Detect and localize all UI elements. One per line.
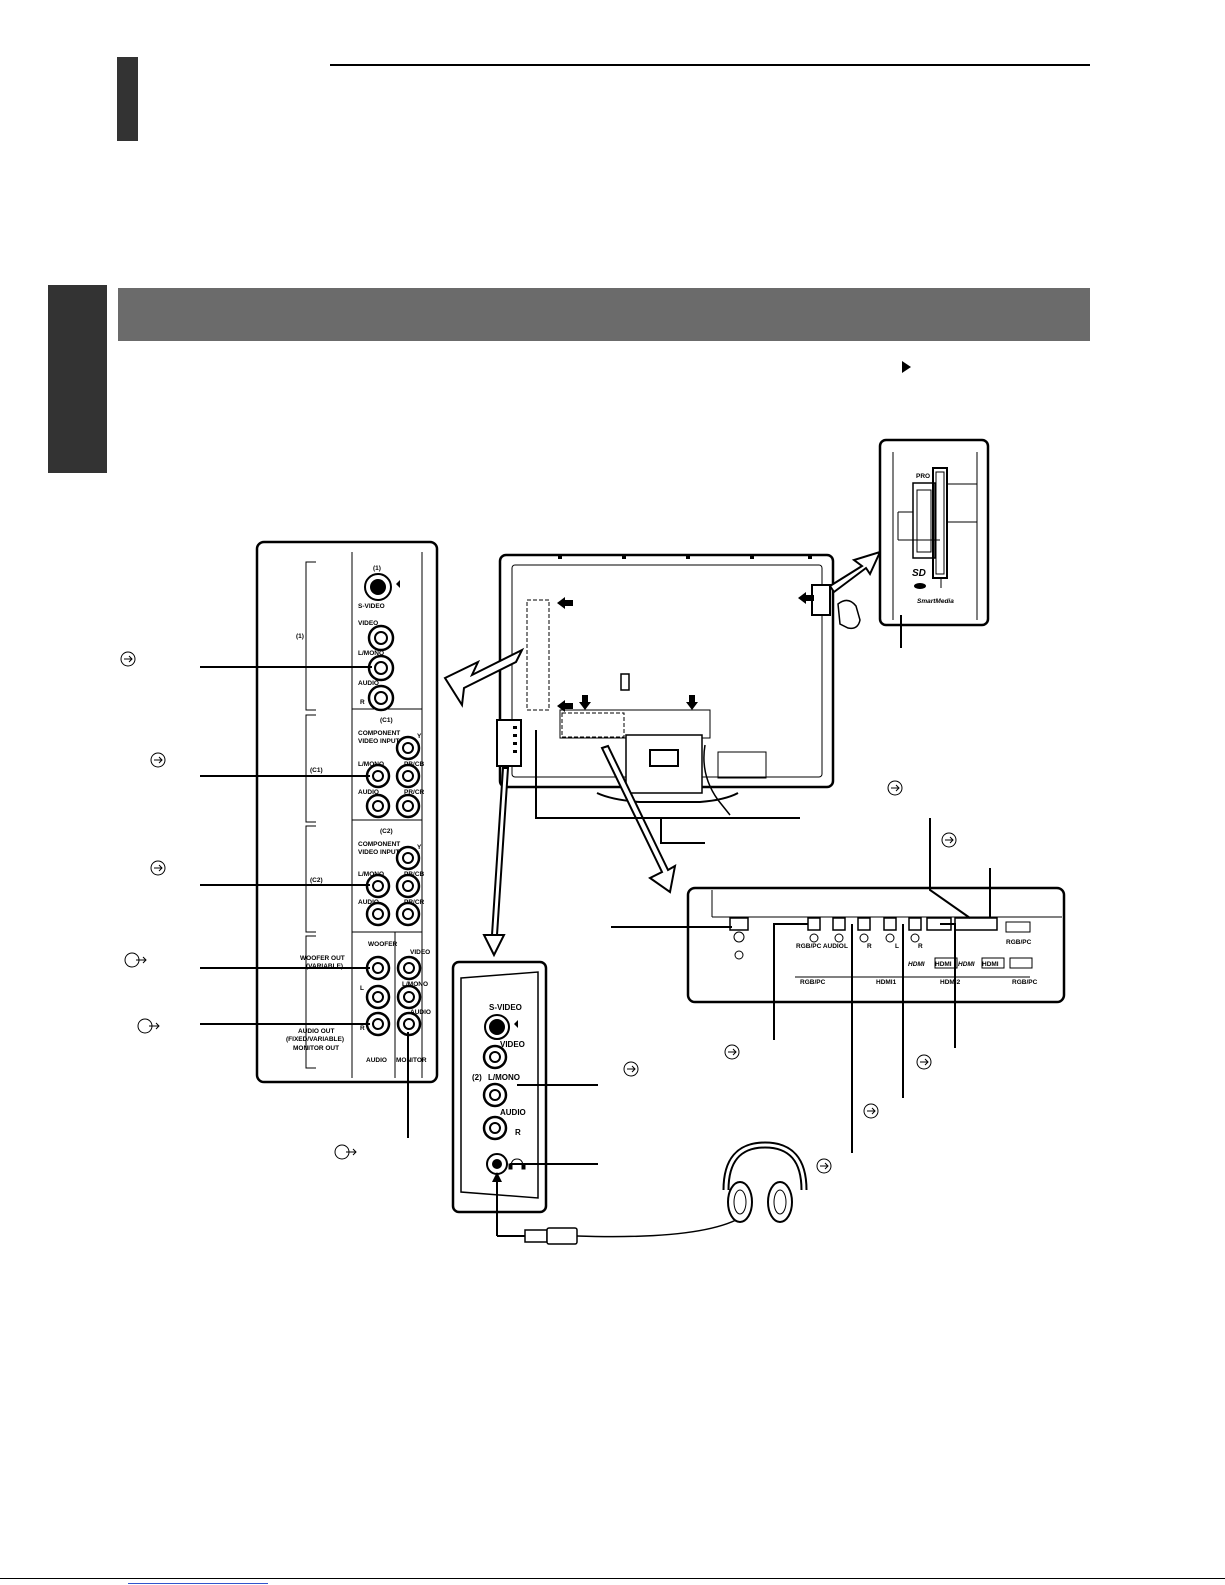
svg-text:AUDIO: AUDIO bbox=[358, 680, 379, 687]
svg-text:R: R bbox=[867, 943, 872, 950]
arrow-icon bbox=[798, 592, 814, 604]
svg-text:HDMI: HDMI bbox=[908, 961, 925, 968]
svg-text:L/MONO: L/MONO bbox=[358, 650, 384, 657]
svg-text:VIDEO: VIDEO bbox=[358, 620, 378, 627]
svg-text:PB/CB: PB/CB bbox=[404, 761, 425, 768]
bottom-terminal-panel: RGB/PC AUDIO L R L R RGB/PC HDMI HDMI HD… bbox=[686, 886, 1066, 1004]
arrow-icon bbox=[443, 647, 525, 708]
chapter-tab bbox=[117, 57, 138, 141]
arrow-icon bbox=[482, 767, 510, 958]
right-arrow-icon bbox=[902, 361, 911, 373]
arrow-icon bbox=[557, 700, 573, 712]
svg-text:L/MONO: L/MONO bbox=[402, 981, 428, 988]
svg-text:AUDIO: AUDIO bbox=[410, 1009, 431, 1016]
svg-text:(1): (1) bbox=[373, 565, 381, 572]
side-tab bbox=[48, 285, 107, 473]
tv-rear bbox=[496, 553, 861, 816]
output-icon bbox=[137, 1018, 160, 1034]
input-icon bbox=[816, 1158, 832, 1174]
card-sd-logo: SD bbox=[912, 568, 926, 579]
svg-text:COMPONENT: COMPONENT bbox=[358, 841, 400, 848]
header-rule bbox=[330, 64, 1090, 66]
in1-label: (1) bbox=[296, 633, 304, 640]
svg-text:WOOFER: WOOFER bbox=[368, 941, 398, 948]
headphones-icon bbox=[492, 1141, 808, 1245]
output-icon bbox=[334, 1144, 357, 1160]
svg-text:PB/CB: PB/CB bbox=[404, 871, 425, 878]
output-icon bbox=[124, 952, 147, 968]
section-bar bbox=[118, 288, 1090, 341]
svg-text:MONITOR: MONITOR bbox=[396, 1057, 427, 1064]
arrow-icon bbox=[686, 695, 698, 710]
left-terminal-panel: (1) (C1) (C2) (1) S-VIDEO VIDEO L/MONO A… bbox=[255, 540, 439, 1084]
svg-text:HDMI: HDMI bbox=[982, 961, 999, 968]
input-icon bbox=[887, 780, 903, 796]
svg-text:COMPONENT: COMPONENT bbox=[358, 730, 400, 737]
svg-text:WOOFER OUT: WOOFER OUT bbox=[300, 955, 345, 962]
side-terminal-panel: S-VIDEO VIDEO (2) L/MONO AUDIO R bbox=[451, 960, 548, 1214]
svg-text:L: L bbox=[844, 943, 848, 950]
svg-text:(VARIABLE): (VARIABLE) bbox=[306, 963, 343, 970]
c1-label: (C1) bbox=[310, 767, 323, 774]
svg-text:RGB/PC: RGB/PC bbox=[800, 979, 826, 986]
svg-text:RGB/PC: RGB/PC bbox=[1012, 979, 1038, 986]
svg-text:(C2): (C2) bbox=[380, 828, 393, 835]
input-icon bbox=[150, 860, 166, 876]
svg-text:L/MONO: L/MONO bbox=[358, 761, 384, 768]
input-icon bbox=[724, 1044, 740, 1060]
svg-text:(C1): (C1) bbox=[380, 717, 393, 724]
c2-label: (C2) bbox=[310, 877, 323, 884]
card-pro-label: PRO bbox=[916, 473, 930, 480]
svg-text:L: L bbox=[895, 943, 899, 950]
svg-text:S-VIDEO: S-VIDEO bbox=[489, 1003, 522, 1012]
svg-text:MONITOR OUT: MONITOR OUT bbox=[293, 1045, 339, 1052]
arrow-icon bbox=[579, 695, 591, 710]
svg-text:VIDEO INPUT: VIDEO INPUT bbox=[358, 738, 400, 745]
svg-text:PR/CR: PR/CR bbox=[404, 899, 425, 906]
card-smartmedia-logo: SmartMedia bbox=[917, 598, 954, 605]
card-slot-panel: PRO SD SmartMedia bbox=[878, 438, 990, 627]
svg-text:VIDEO: VIDEO bbox=[500, 1040, 525, 1049]
input-icon bbox=[941, 832, 957, 848]
svg-text:HDMI2: HDMI2 bbox=[940, 979, 961, 986]
input-icon bbox=[916, 1054, 932, 1070]
svg-text:AUDIO: AUDIO bbox=[366, 1057, 387, 1064]
svg-text:L/MONO: L/MONO bbox=[488, 1073, 520, 1082]
svg-text:R: R bbox=[918, 943, 923, 950]
input-icon bbox=[863, 1103, 879, 1119]
arrow-icon bbox=[557, 597, 573, 609]
svg-text:R: R bbox=[515, 1128, 521, 1137]
svg-text:Y: Y bbox=[417, 733, 422, 740]
svg-text:RGB/PC: RGB/PC bbox=[1006, 939, 1032, 946]
svg-text:VIDEO INPUT: VIDEO INPUT bbox=[358, 849, 400, 856]
svg-text:R: R bbox=[360, 699, 365, 706]
svg-text:AUDIO: AUDIO bbox=[358, 789, 379, 796]
svg-text:AUDIO: AUDIO bbox=[500, 1108, 526, 1117]
arrow-icon bbox=[828, 550, 882, 594]
svg-text:RGB/PC AUDIO: RGB/PC AUDIO bbox=[796, 943, 844, 950]
svg-text:L/MONO: L/MONO bbox=[358, 871, 384, 878]
svg-text:R: R bbox=[360, 1025, 365, 1032]
svg-text:(FIXED/VARIABLE): (FIXED/VARIABLE) bbox=[286, 1036, 344, 1043]
input-icon bbox=[120, 651, 136, 667]
footer-rule bbox=[0, 1578, 1225, 1579]
svg-text:AUDIO OUT: AUDIO OUT bbox=[298, 1028, 335, 1035]
hand-icon bbox=[837, 599, 861, 630]
input-icon bbox=[150, 752, 166, 768]
svg-text:AUDIO: AUDIO bbox=[358, 899, 379, 906]
input-icon bbox=[623, 1061, 639, 1077]
svg-text:(2): (2) bbox=[472, 1073, 482, 1082]
svg-text:S-VIDEO: S-VIDEO bbox=[358, 603, 385, 610]
svg-text:PR/CR: PR/CR bbox=[404, 789, 425, 796]
svg-text:HDMI: HDMI bbox=[935, 961, 952, 968]
svg-text:L: L bbox=[360, 985, 364, 992]
svg-text:HDMI1: HDMI1 bbox=[876, 979, 897, 986]
svg-text:VIDEO: VIDEO bbox=[410, 949, 430, 956]
svg-text:Y: Y bbox=[417, 844, 422, 851]
footer-link-underline bbox=[128, 1583, 268, 1584]
svg-text:HDMI: HDMI bbox=[958, 961, 975, 968]
